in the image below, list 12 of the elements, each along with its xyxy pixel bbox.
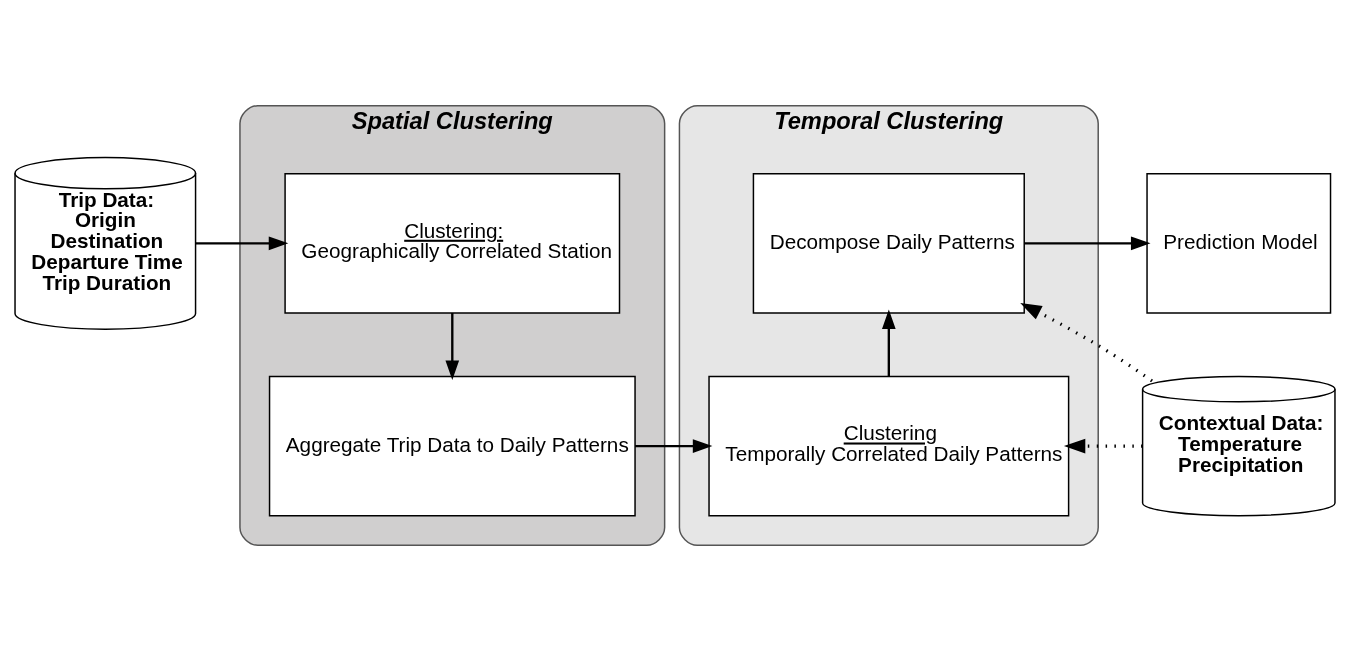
arrow: [1024, 236, 1151, 250]
arrow: [1063, 438, 1143, 454]
node-box: Clustering: Geographically Correlated Station: [284, 172, 621, 314]
arrow: [1020, 302, 1153, 382]
node-box: Prediction Model: [1146, 172, 1332, 314]
node-box: Aggregate Trip Data to Daily Patterns: [268, 375, 636, 516]
node-box: Clustering Temporally Correlated Daily Patterns: [708, 375, 1070, 516]
node-box: Decompose Daily Patterns: [752, 172, 1025, 314]
arrow: [195, 236, 289, 250]
arrow: [445, 312, 460, 380]
arrow: [881, 308, 896, 376]
arrow: [635, 438, 713, 453]
